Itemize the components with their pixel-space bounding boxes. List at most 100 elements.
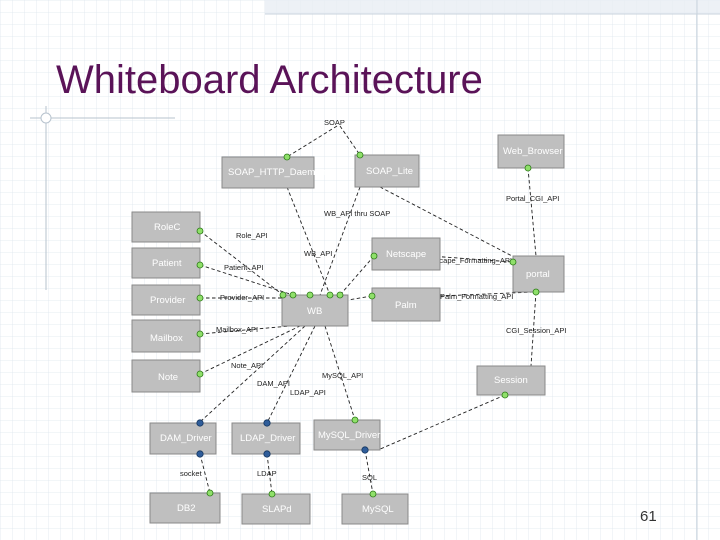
- node-label: Mailbox: [150, 333, 183, 344]
- edge-rolec-to-wb: [199, 230, 284, 296]
- port: [361, 446, 369, 454]
- label-patient-api: Patient_API: [224, 263, 264, 272]
- port: [206, 489, 214, 497]
- edge-netscape-to-portal: [429, 255, 514, 263]
- node-mysql-driver[interactable]: MySQL_Driver: [313, 419, 381, 451]
- node-portal[interactable]: portal: [512, 255, 565, 293]
- port: [326, 291, 334, 299]
- node-note[interactable]: Note: [131, 359, 201, 393]
- node-ldap-driver[interactable]: LDAP_Driver: [231, 422, 301, 455]
- node-label: SOAP_Lite: [366, 166, 413, 177]
- node-label: LDAP_Driver: [240, 433, 295, 444]
- node-label: Web_Browser: [503, 146, 563, 157]
- edge-wb-to-dam: [199, 325, 306, 423]
- edge-wb-to-mysql-driver: [324, 325, 356, 421]
- port: [279, 291, 287, 299]
- port: [351, 416, 359, 424]
- port: [532, 288, 540, 296]
- node-label: MySQL: [362, 504, 394, 515]
- node-label: RoleC: [154, 222, 181, 233]
- node-label: Provider: [150, 295, 185, 306]
- node-label: MySQL_Driver: [318, 430, 380, 441]
- node-label: Session: [494, 375, 528, 386]
- slide-title: Whiteboard Architecture: [56, 58, 483, 102]
- label-soap: SOAP: [324, 118, 345, 127]
- edge-mailbox-to-wb: [199, 325, 291, 335]
- node-wb[interactable]: WB: [281, 294, 349, 327]
- node-palm[interactable]: Palm: [371, 287, 441, 322]
- edge-patient-to-wb: [199, 264, 294, 296]
- edge-dam-to-db2: [199, 453, 211, 494]
- label-sql: SQL: [362, 473, 377, 482]
- label-role-api: Role_API: [236, 231, 268, 240]
- label-dam-api: DAM_API: [257, 379, 290, 388]
- port: [268, 490, 276, 498]
- node-session[interactable]: Session: [476, 365, 546, 396]
- port: [336, 291, 344, 299]
- node-label: DB2: [177, 503, 195, 514]
- node-patient[interactable]: Patient: [131, 247, 201, 279]
- node-label: SLAPd: [262, 504, 292, 515]
- label-netscape-formatting-api: Netscape_Formatting_API: [424, 256, 512, 265]
- edge-mysql-driver-to-mysql: [364, 449, 374, 495]
- port: [370, 252, 378, 260]
- port: [368, 292, 376, 300]
- rule-node: [40, 112, 52, 124]
- node-netscape[interactable]: Netscape: [371, 237, 441, 271]
- label-wb-api-thru-soap: WB_API thru SOAP: [324, 209, 390, 218]
- node-label: SOAP_HTTP_Daemon: [228, 167, 326, 178]
- edge-daemon-to-wb: [286, 186, 331, 296]
- edge-soap-to-daemon: [286, 125, 338, 158]
- node-label: WB: [307, 306, 322, 317]
- port: [509, 258, 517, 266]
- edge-portal-to-session: [530, 291, 537, 367]
- node-dam-driver[interactable]: DAM_Driver: [149, 422, 217, 455]
- port: [196, 419, 204, 427]
- node-provider[interactable]: Provider: [131, 284, 201, 316]
- node-mysql[interactable]: MySQL: [341, 493, 409, 525]
- edge-note-to-wb: [199, 325, 301, 375]
- node-slapd[interactable]: SLAPd: [241, 493, 311, 525]
- edge-session-to-mysql-driver: [377, 394, 506, 451]
- label-provider-api: Provider_API: [220, 293, 264, 302]
- label-mysql-api: MySQL_API: [322, 371, 363, 380]
- edge-browser-to-portal: [527, 167, 537, 257]
- edge-palm-to-portal: [439, 291, 536, 297]
- port: [196, 261, 204, 269]
- label-ldap-api: LDAP_API: [290, 388, 326, 397]
- node-soap-http-daemon[interactable]: SOAP_HTTP_Daemon: [221, 156, 326, 189]
- node-label: portal: [526, 269, 550, 280]
- port: [283, 153, 291, 161]
- label-portal-cgi-api: Portal_CGI_API: [506, 194, 559, 203]
- edge-labels: SOAP WB_API thru SOAP Portal_CGI_API Rol…: [180, 118, 566, 482]
- port: [196, 330, 204, 338]
- node-label: Palm: [395, 300, 417, 311]
- port: [196, 227, 204, 235]
- label-ldap: LDAP: [257, 469, 277, 478]
- label-mailbox-api: Mailbox_API: [216, 325, 258, 334]
- label-wb-api: WB_API: [304, 249, 332, 258]
- edge-lite-to-portal: [379, 186, 513, 257]
- edges: [199, 125, 537, 495]
- port: [524, 164, 532, 172]
- node-label: Netscape: [386, 249, 426, 260]
- port: [289, 291, 297, 299]
- node-web-browser[interactable]: Web_Browser: [497, 134, 565, 169]
- port: [196, 450, 204, 458]
- node-label: Note: [158, 372, 178, 383]
- ports: [196, 151, 540, 498]
- top-right-band: [265, 0, 720, 14]
- node-db2[interactable]: DB2: [149, 492, 221, 524]
- node-label: DAM_Driver: [160, 433, 212, 444]
- port: [263, 419, 271, 427]
- node-rolec[interactable]: RoleC: [131, 211, 201, 243]
- port: [356, 151, 364, 159]
- node-mailbox[interactable]: Mailbox: [131, 319, 201, 353]
- edge-palm-to-wb: [347, 295, 373, 301]
- port: [369, 490, 377, 498]
- label-cgi-session-api: CGI_Session_API: [506, 326, 566, 335]
- node-soap-lite[interactable]: SOAP_Lite: [354, 154, 420, 188]
- label-socket: socket: [180, 469, 203, 478]
- nodes: SOAP_HTTP_Daemon SOAP_Lite Web_Browser R…: [131, 134, 565, 525]
